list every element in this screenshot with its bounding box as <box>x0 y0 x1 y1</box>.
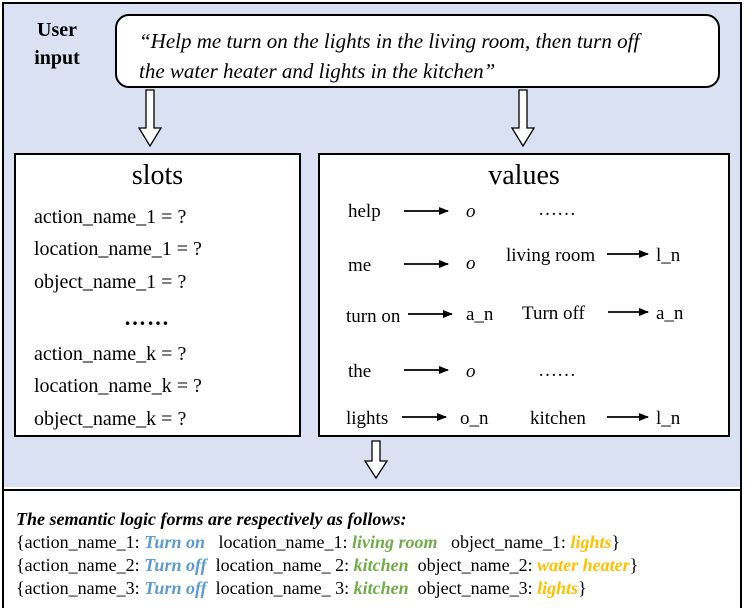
user-label-line-1: User <box>37 19 77 41</box>
object-key: object_name_1: <box>450 532 571 552</box>
action-key: {action_name_2: <box>16 555 145 575</box>
slots-box: slots action_name_1 = ? location_name_1 … <box>14 153 301 437</box>
value-token: Turn off <box>522 303 585 324</box>
value-tag: l_n <box>656 408 681 429</box>
object-value: water heater <box>537 555 630 575</box>
action-value: Turn on <box>144 532 205 552</box>
utterance-bubble: “Help me turn on the lights in the livin… <box>115 14 720 88</box>
logic-form-line: {action_name_2: Turn off location_name_ … <box>16 554 638 577</box>
down-arrow-to-slots <box>137 89 163 148</box>
value-tag: o <box>466 201 476 222</box>
slot-item: action_name_k = ? <box>34 343 187 365</box>
user-input-label: User input <box>22 16 92 72</box>
location-value: living room <box>351 532 438 552</box>
user-label-line-2: input <box>34 47 80 69</box>
value-token: living room <box>506 245 596 266</box>
value-token: me <box>348 255 372 276</box>
value-token: lights <box>346 408 389 429</box>
logic-forms: The semantic logic forms are respectivel… <box>16 508 638 600</box>
action-key: {action_name_1: <box>16 532 145 552</box>
slot-ellipsis: …… <box>124 305 170 330</box>
logic-form-line: {action_name_1: Turn on location_name_1:… <box>16 531 638 554</box>
value-tag: a_n <box>466 304 494 325</box>
object-key: object_name_2: <box>417 555 538 575</box>
close-brace: } <box>611 532 621 552</box>
slot-item: action_name_1 = ? <box>34 206 187 228</box>
value-token: help <box>348 201 381 222</box>
object-value: lights <box>537 578 579 598</box>
location-key: location_name_ 3: <box>215 578 354 598</box>
location-key: location_name_1: <box>218 532 352 552</box>
location-value: kitchen <box>353 555 409 575</box>
down-arrow-to-values <box>510 89 536 148</box>
logic-form-line: {action_name_3: Turn off location_name_ … <box>16 577 638 600</box>
logic-forms-title: The semantic logic forms are respectivel… <box>16 509 407 529</box>
utterance-line-2: the water heater and lights in the kitch… <box>139 59 496 83</box>
logic-forms-panel <box>4 489 740 608</box>
close-brace: } <box>629 555 639 575</box>
value-tag: a_n <box>656 303 684 324</box>
utterance-line-1: “Help me turn on the lights in the livin… <box>139 29 640 53</box>
close-brace: } <box>578 578 587 598</box>
value-tag: o <box>466 253 476 274</box>
value-token: kitchen <box>530 408 586 429</box>
value-token: the <box>348 361 372 382</box>
value-ellipsis: …… <box>538 199 576 220</box>
object-value: lights <box>570 532 612 552</box>
action-value: Turn off <box>144 555 207 575</box>
object-key: object_name_3: <box>417 578 538 598</box>
slot-item: location_name_1 = ? <box>34 238 202 260</box>
slot-item: object_name_k = ? <box>34 408 187 430</box>
value-tag: o_n <box>460 408 489 429</box>
value-ellipsis: …… <box>538 360 576 381</box>
location-value: kitchen <box>353 578 409 598</box>
slot-item: object_name_1 = ? <box>34 271 187 293</box>
values-title: values <box>488 160 560 191</box>
values-box: values help o …… me o living room l_n tu… <box>318 153 730 437</box>
value-tag: o <box>466 361 476 382</box>
down-arrow-to-logic <box>363 440 389 480</box>
location-key: location_name_ 2: <box>215 555 354 575</box>
slot-item: location_name_k = ? <box>34 375 202 397</box>
action-value: Turn off <box>144 578 207 598</box>
value-token: turn on <box>346 306 401 327</box>
action-key: {action_name_3: <box>16 578 145 598</box>
value-tag: l_n <box>656 245 681 266</box>
slots-title: slots <box>131 160 184 191</box>
